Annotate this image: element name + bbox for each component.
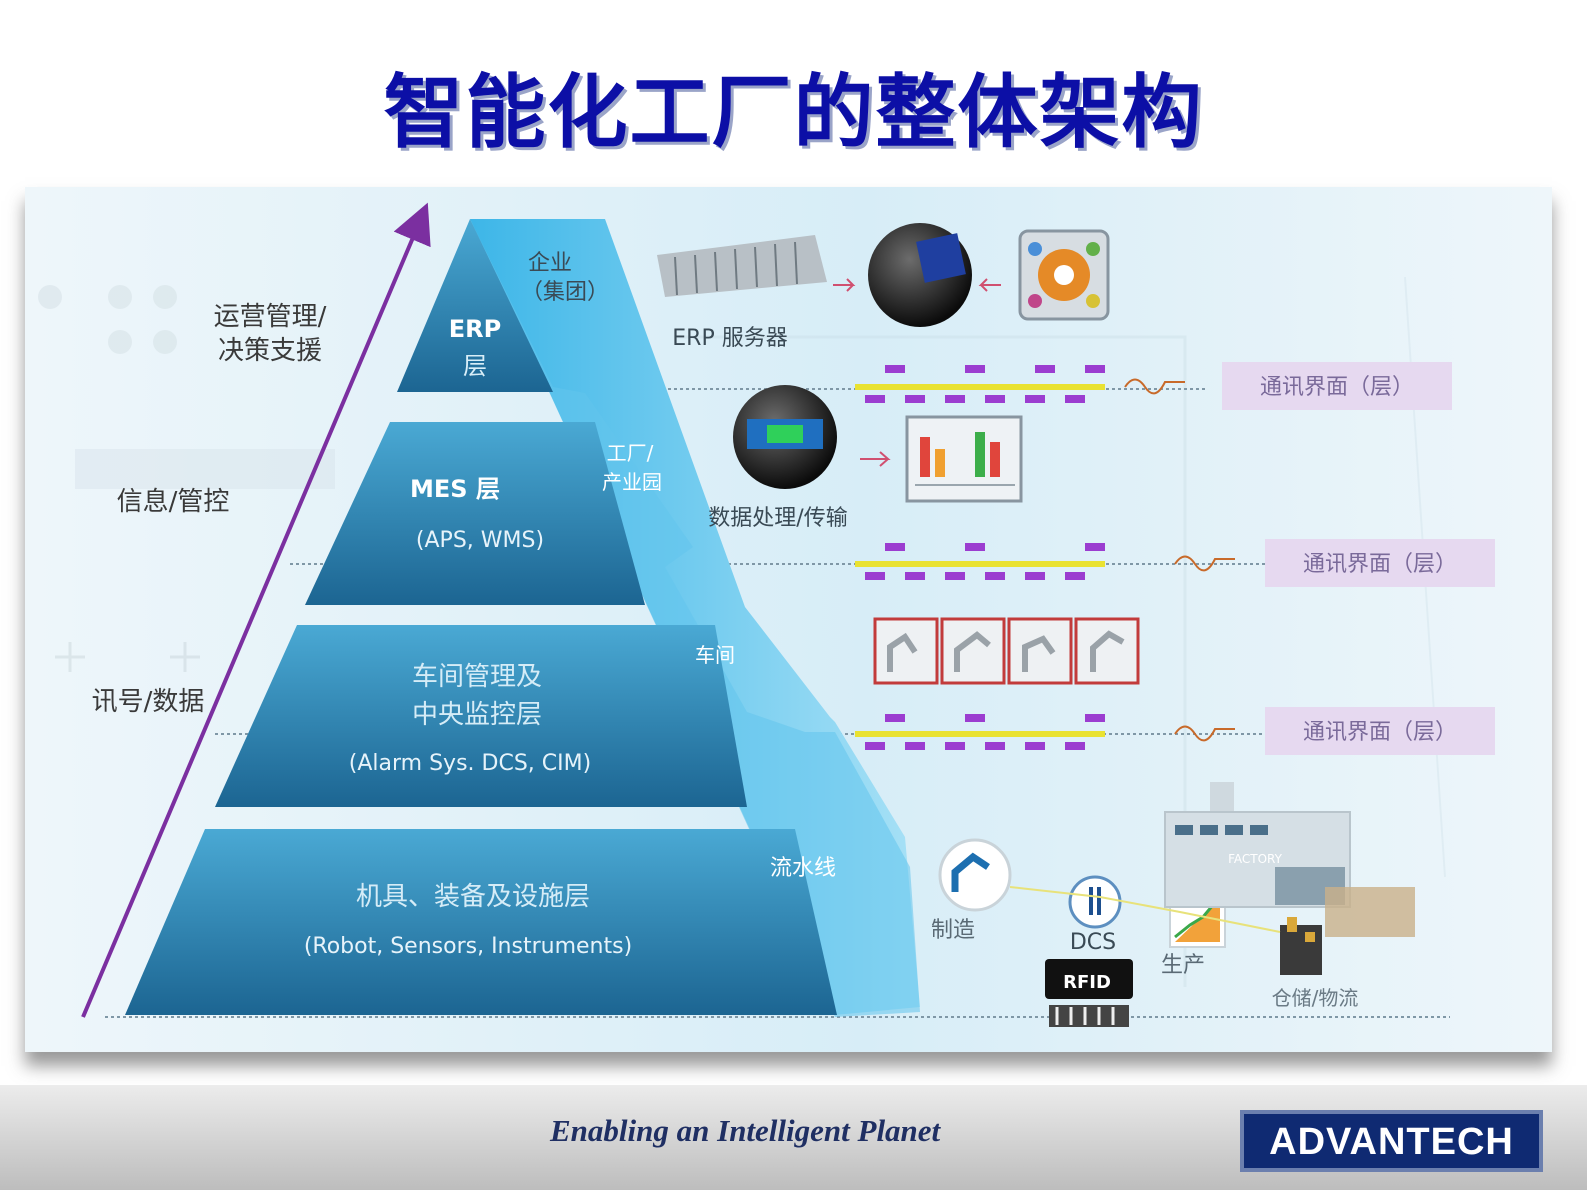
pyramid-side [470, 219, 920, 1017]
erp-server-label: ERP 服务器 [672, 326, 787, 351]
mes-label-2: (APS, WMS) [416, 528, 544, 553]
erp-server-icon [657, 235, 827, 297]
dcs-icon [1068, 875, 1122, 929]
production-label: 生产 [1161, 953, 1205, 978]
workshop-label-1: 车间管理及 [412, 662, 542, 692]
arrow-left-icon [978, 278, 1001, 292]
architecture-diagram: 运营管理/ 决策支援 信息/管控 讯号/数据 ERP 层 MES 层 (APS,… [25, 187, 1552, 1052]
manufacturing-robot-icon [938, 838, 1012, 912]
erp-label-1: ERP [449, 315, 501, 343]
page-title: 智能化工厂的整体架构 [383, 66, 1204, 159]
tier-workshop [215, 625, 747, 807]
axis-mid-label: 信息/管控 [117, 487, 230, 517]
tier-mes [305, 422, 645, 605]
axis-top-label-1: 运营管理/ [214, 302, 327, 332]
analytics-app-icon [1018, 229, 1110, 321]
mes-label-1: MES 层 [410, 475, 500, 503]
comm-interface-label-3: 通讯界面（层） [1303, 720, 1457, 745]
comm-bus-2 [855, 543, 1235, 580]
rfid-label: RFID [1063, 972, 1111, 993]
factory-label-2: 产业园 [602, 470, 662, 494]
comm-interface-box-2 [1265, 539, 1495, 587]
workshop-label-2: 中央监控层 [412, 700, 542, 730]
comm-bus-3 [855, 714, 1235, 750]
network-ball-icon [868, 223, 972, 327]
comm-interface-label-2: 通讯界面（层） [1303, 552, 1457, 577]
tier-erp [397, 219, 553, 392]
axis-top-label-2: 决策支援 [218, 336, 322, 366]
workshop-label-3: (Alarm Sys. DCS, CIM) [349, 751, 591, 776]
factory-sign-label: FACTORY [1228, 852, 1283, 866]
pyramid-front [125, 219, 837, 1015]
background-decoration [38, 276, 1446, 987]
rfid-icon [1045, 959, 1133, 1027]
comm-bus-1 [855, 365, 1185, 403]
axis-bottom-label: 讯号/数据 [92, 687, 205, 717]
workshop-side-label: 车间 [695, 643, 735, 667]
data-processing-label: 数据处理/传输 [708, 506, 847, 531]
enterprise-label-1: 企业 [528, 251, 572, 276]
advantech-logo: ADVANTECH [1240, 1110, 1543, 1172]
footer-slogan: Enabling an Intelligent Planet [550, 1113, 941, 1148]
robot-panels [873, 617, 1140, 685]
upward-arrow [81, 202, 431, 1018]
arrow-right-icon-2 [860, 451, 891, 467]
production-flow-line [1009, 886, 1281, 933]
factory-building-icon [1164, 782, 1415, 937]
comm-interface-box-3 [1265, 707, 1495, 755]
monitoring-screen-icon [905, 415, 1023, 503]
tier-equipment [125, 829, 837, 1015]
warehouse-icon [1280, 917, 1322, 975]
data-processing-ball-icon [733, 385, 837, 489]
factory-label-1: 工厂/ [607, 441, 654, 465]
erp-label-2: 层 [463, 352, 487, 380]
enterprise-label-2: （集团） [521, 280, 609, 305]
storage-label: 仓储/物流 [1272, 986, 1359, 1010]
assembly-line-label: 流水线 [770, 856, 836, 881]
dcs-label: DCS [1070, 930, 1116, 955]
equipment-label-2: (Robot, Sensors, Instruments) [304, 934, 632, 959]
comm-interface-box-1 [1222, 362, 1452, 410]
equipment-label-1: 机具、装备及设施层 [356, 882, 590, 912]
arrow-right-icon [833, 278, 856, 292]
comm-interface-label-1: 通讯界面（层） [1260, 375, 1414, 400]
manufacture-label: 制造 [931, 918, 975, 943]
